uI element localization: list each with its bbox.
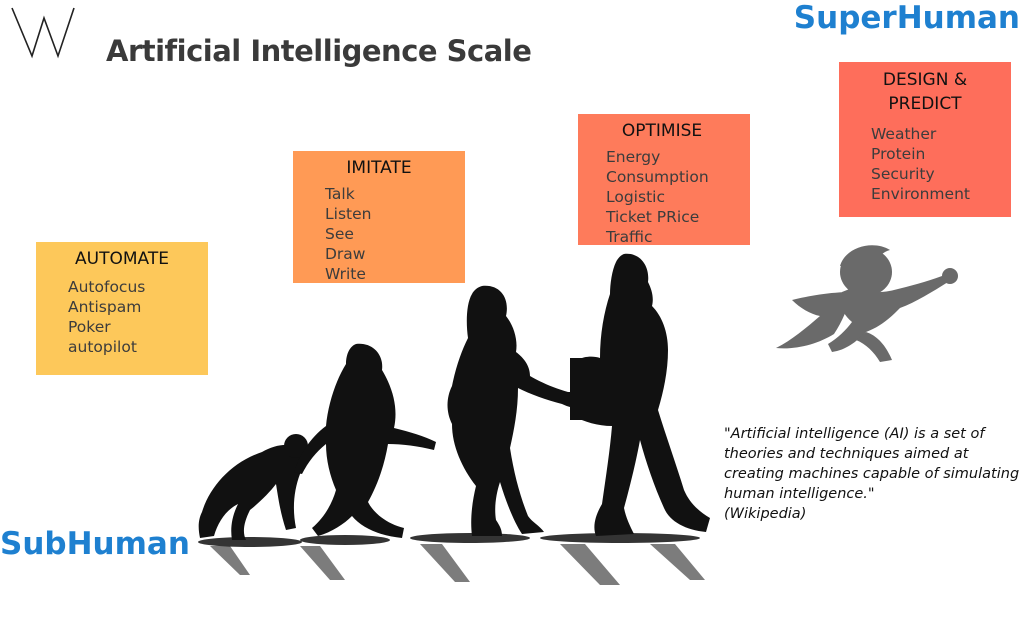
stage-item: Energy (606, 148, 661, 166)
stage-imitate: IMITATE Talk Listen See Draw Write (293, 151, 465, 283)
stage-item: Ticket PRice (606, 208, 700, 226)
stage-design-predict: DESIGN & PREDICT Weather Protein Securit… (839, 62, 1011, 217)
stage-item: Talk (325, 185, 355, 203)
stage-title: DESIGN & PREDICT (849, 68, 1001, 116)
w-logo-icon (11, 7, 75, 59)
stage-item: Security (871, 165, 935, 183)
evolution-silhouettes-icon (198, 253, 710, 585)
superhuman-label: SuperHuman (793, 0, 1020, 36)
stage-automate: AUTOMATE Autofocus Antispam Poker autopi… (36, 242, 208, 375)
stage-title-line2: PREDICT (888, 94, 962, 114)
wikipedia-quote: "Artificial intelligence (AI) is a set o… (724, 424, 1020, 524)
stage-title: IMITATE (346, 158, 412, 178)
stage-item: Listen (325, 205, 372, 223)
stage-item: Poker (68, 318, 111, 336)
stage-item: Protein (871, 145, 926, 163)
stage-title: OPTIMISE (621, 121, 703, 141)
flying-superhero-icon (776, 245, 958, 362)
stage-item: See (325, 225, 354, 243)
page-title: Artificial Intelligence Scale (106, 34, 532, 68)
stage-title-line1: DESIGN & (882, 70, 968, 90)
stage-item: Environment (871, 185, 970, 203)
stage-item: autopilot (68, 338, 137, 356)
quote-source: (Wikipedia) (724, 506, 807, 522)
stage-item: Weather (871, 125, 937, 143)
stage-item: Write (325, 265, 366, 283)
stage-item: Autofocus (68, 278, 146, 296)
stage-item: Draw (325, 245, 366, 263)
stage-item: Consumption (606, 168, 709, 186)
quote-text: "Artificial intelligence (AI) is a set o… (724, 426, 1020, 502)
stage-optimise: OPTIMISE Energy Consumption Logistic Tic… (578, 114, 750, 246)
stage-item: Traffic (606, 228, 653, 246)
stage-title: AUTOMATE (75, 249, 169, 269)
stage-item: Logistic (606, 188, 665, 206)
subhuman-label: SubHuman (0, 526, 190, 562)
stage-item: Antispam (68, 298, 142, 316)
